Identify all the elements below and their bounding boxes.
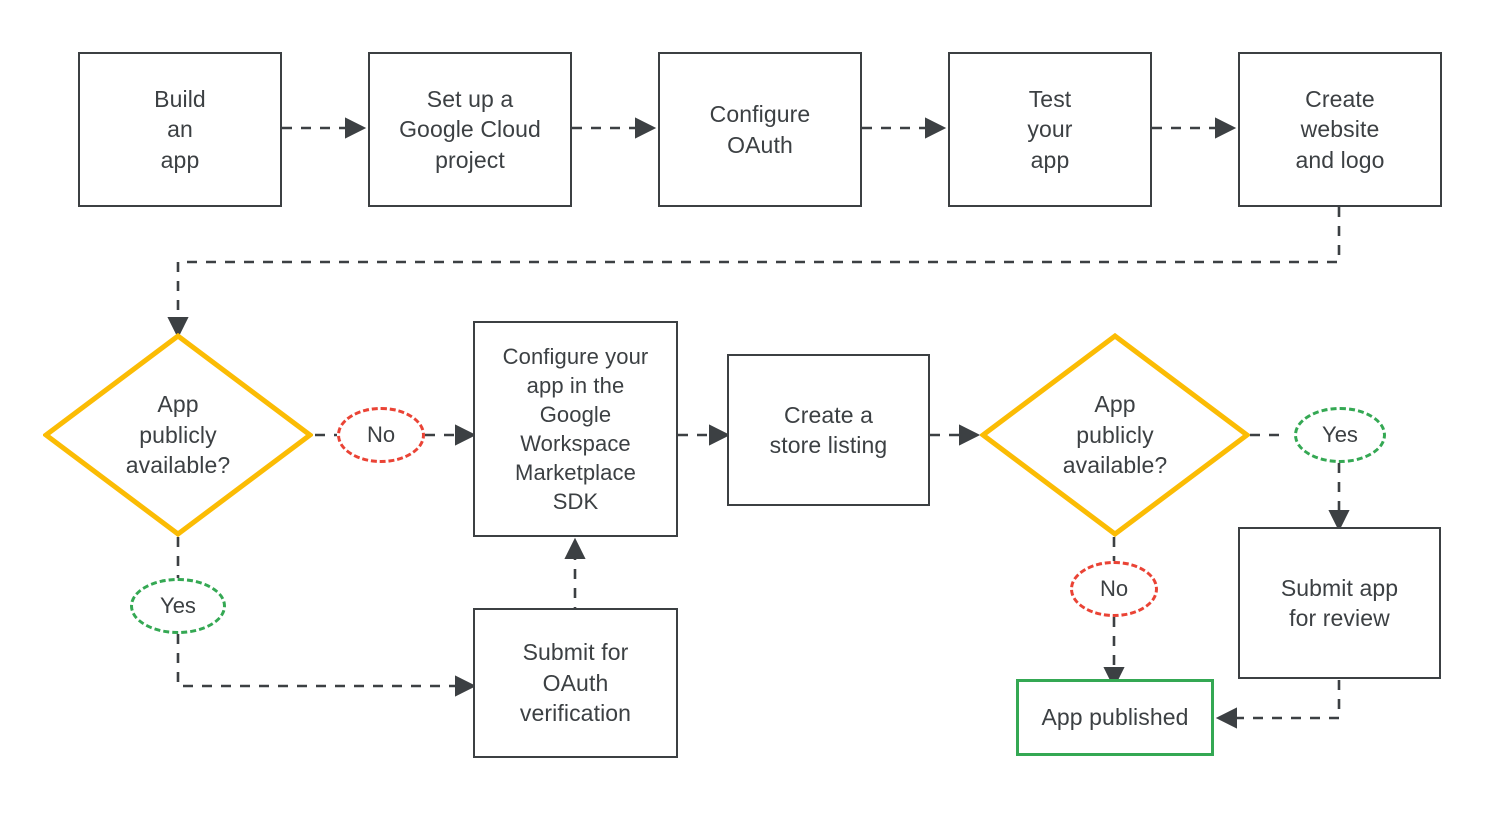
node-build-an-app[interactable]: Build an app [78, 52, 282, 207]
node-label: Configure your app in the Google Workspa… [502, 343, 649, 515]
node-submit-for-oauth-verification[interactable]: Submit for OAuth verification [473, 608, 678, 758]
node-label: Create a store listing [769, 401, 888, 458]
edge-label-text: No [1099, 576, 1129, 601]
node-label: Create website and logo [1295, 85, 1385, 173]
edge-yes-label-to-submit-oauth [176, 634, 477, 697]
node-label: Submit app for review [1280, 574, 1399, 631]
diamond-shape [980, 333, 1250, 537]
edge-label-yes-left: Yes [130, 578, 226, 634]
edge-website-to-decision-left [167, 207, 1341, 339]
node-test-your-app[interactable]: Test your app [948, 52, 1152, 207]
edge-label-no-left: No [337, 407, 425, 463]
node-submit-app-for-review[interactable]: Submit app for review [1238, 527, 1441, 679]
node-label: App published [1041, 704, 1189, 731]
node-app-published[interactable]: App published [1016, 679, 1214, 756]
edge-label-text: Yes [1322, 422, 1358, 447]
node-set-up-google-cloud-project[interactable]: Set up a Google Cloud project [368, 52, 572, 207]
node-configure-app-in-marketplace-sdk[interactable]: Configure your app in the Google Workspa… [473, 321, 678, 537]
node-label: Build an app [154, 85, 206, 173]
node-decision-app-publicly-available-left[interactable]: App publicly available? [43, 333, 313, 537]
diamond-shape [43, 333, 313, 537]
node-label: Submit for OAuth verification [519, 639, 632, 727]
node-label: Configure OAuth [709, 101, 811, 158]
edge-label-text: Yes [160, 593, 196, 618]
node-decision-app-publicly-available-right[interactable]: App publicly available? [980, 333, 1250, 537]
edge-label-yes-right: Yes [1294, 407, 1386, 463]
edge-submit-review-to-app-published [1215, 680, 1341, 729]
node-create-a-store-listing[interactable]: Create a store listing [727, 354, 930, 506]
node-configure-oauth[interactable]: Configure OAuth [658, 52, 862, 207]
node-label: Test your app [1027, 85, 1073, 173]
node-create-website-and-logo[interactable]: Create website and logo [1238, 52, 1442, 207]
edge-label-text: No [366, 422, 396, 447]
edge-label-no-right: No [1070, 561, 1158, 617]
node-label: Set up a Google Cloud project [399, 85, 541, 173]
